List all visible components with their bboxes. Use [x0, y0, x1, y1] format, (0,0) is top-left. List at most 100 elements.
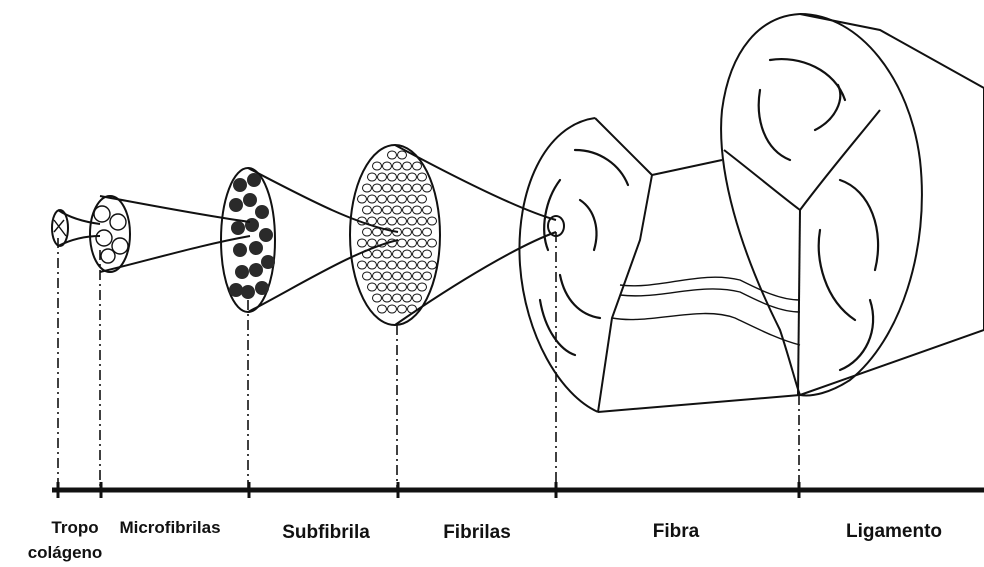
- fibrila-cell: [378, 261, 387, 269]
- fibrila-cell: [413, 162, 422, 170]
- fibrila-cell: [393, 272, 402, 280]
- fibrila-cell: [358, 195, 367, 203]
- fibrila-cell: [398, 173, 407, 181]
- fibrila-cell: [428, 261, 437, 269]
- fibrila-cell: [413, 250, 422, 258]
- fibrila-cell: [423, 206, 432, 214]
- fibrila-cell: [398, 305, 407, 313]
- fibrila-cell: [423, 228, 432, 236]
- fibrila-cell: [428, 217, 437, 225]
- fibrila-cell: [368, 283, 377, 291]
- fibrila-cell: [403, 272, 412, 280]
- fibrila-cell: [383, 250, 392, 258]
- fibrila-cell: [413, 294, 422, 302]
- fibrila-cell: [408, 283, 417, 291]
- fibrila-cell: [373, 250, 382, 258]
- subfibrila-dot: [261, 255, 275, 269]
- guide-lines: [58, 232, 799, 488]
- fibrila-cell: [408, 305, 417, 313]
- fibrila-cell: [403, 206, 412, 214]
- fibrila-cell: [428, 239, 437, 247]
- subfibrila-dot: [229, 198, 243, 212]
- fibrila-cell: [373, 184, 382, 192]
- fibrila-cell: [368, 195, 377, 203]
- fibrilas-structure: [350, 145, 564, 325]
- fibrila-cell: [393, 184, 402, 192]
- fibrila-cell: [363, 228, 372, 236]
- fibrila-cell: [398, 283, 407, 291]
- subfibrila-dot: [243, 193, 257, 207]
- fibrila-cell: [383, 206, 392, 214]
- fibrila-cell: [388, 173, 397, 181]
- fibrila-cell: [363, 184, 372, 192]
- subfibrila-dot: [247, 173, 261, 187]
- fibrila-cell: [373, 294, 382, 302]
- fibrila-cell: [398, 261, 407, 269]
- fibrila-cell: [418, 195, 427, 203]
- fibrila-cell: [368, 239, 377, 247]
- fibrila-cell: [398, 217, 407, 225]
- ligamento-structure: [721, 14, 984, 395]
- fibrila-cell: [368, 261, 377, 269]
- fibrila-cell: [363, 272, 372, 280]
- subfibrila-dot: [255, 205, 269, 219]
- fibrila-cell: [373, 206, 382, 214]
- level-labels: Tropo colágeno Microfibrilas Subfibrila …: [28, 518, 942, 562]
- fibrila-cell: [408, 173, 417, 181]
- fibrila-cell: [383, 294, 392, 302]
- fibrila-cell: [403, 294, 412, 302]
- fibrila-cell: [388, 261, 397, 269]
- fibrila-cell: [388, 217, 397, 225]
- fibrila-cell: [378, 283, 387, 291]
- fibrila-cell: [418, 239, 427, 247]
- fibrila-cell: [408, 217, 417, 225]
- fibrila-cell: [388, 195, 397, 203]
- fibrila-cell: [373, 162, 382, 170]
- label-tropocolageno-line2: colágeno: [28, 543, 103, 562]
- subfibrila-dot: [259, 228, 273, 242]
- fibrila-cell: [413, 184, 422, 192]
- fibrila-cell: [383, 162, 392, 170]
- subfibrila-dot: [245, 218, 259, 232]
- fibrila-cell: [408, 195, 417, 203]
- fibrila-cell: [403, 184, 412, 192]
- fibrila-cell: [403, 228, 412, 236]
- fibrila-cell: [403, 162, 412, 170]
- scale-axis: [52, 482, 984, 498]
- microfibrilas-structure: [90, 196, 250, 272]
- label-subfibrila: Subfibrila: [282, 522, 370, 543]
- fibrila-cell: [383, 272, 392, 280]
- fibrila-cell: [398, 239, 407, 247]
- subfibrila-dot: [249, 263, 263, 277]
- label-fibra: Fibra: [653, 521, 700, 542]
- label-tropocolageno-line1: Tropo: [51, 518, 98, 537]
- fibrila-cell: [378, 305, 387, 313]
- fibrila-cell: [418, 261, 427, 269]
- fibrila-cell: [423, 272, 432, 280]
- subfibrila-dot: [235, 265, 249, 279]
- subfibrila-dot: [249, 241, 263, 255]
- fibrila-cell: [378, 217, 387, 225]
- fibrila-cell: [418, 217, 427, 225]
- fibrila-cell: [408, 239, 417, 247]
- fibrila-cell: [388, 151, 397, 159]
- fibrila-cell: [413, 206, 422, 214]
- fibrila-cell: [378, 173, 387, 181]
- fibrila-cell: [358, 239, 367, 247]
- fibrila-cell: [373, 228, 382, 236]
- fibrila-cell: [403, 250, 412, 258]
- fibrila-cell: [383, 184, 392, 192]
- label-fibrilas: Fibrilas: [443, 522, 511, 543]
- label-microfibrilas: Microfibrilas: [119, 518, 220, 537]
- subfibrila-dot: [255, 281, 269, 295]
- fibrila-cell: [358, 261, 367, 269]
- fibrila-cell: [378, 195, 387, 203]
- fibrila-cell: [393, 250, 402, 258]
- fibrila-cell: [398, 195, 407, 203]
- fibrila-cell: [373, 272, 382, 280]
- fibrila-cell: [388, 283, 397, 291]
- fibrila-cell: [388, 305, 397, 313]
- fibrila-cell: [418, 283, 427, 291]
- fibrila-cell: [393, 162, 402, 170]
- fibrila-cell: [413, 228, 422, 236]
